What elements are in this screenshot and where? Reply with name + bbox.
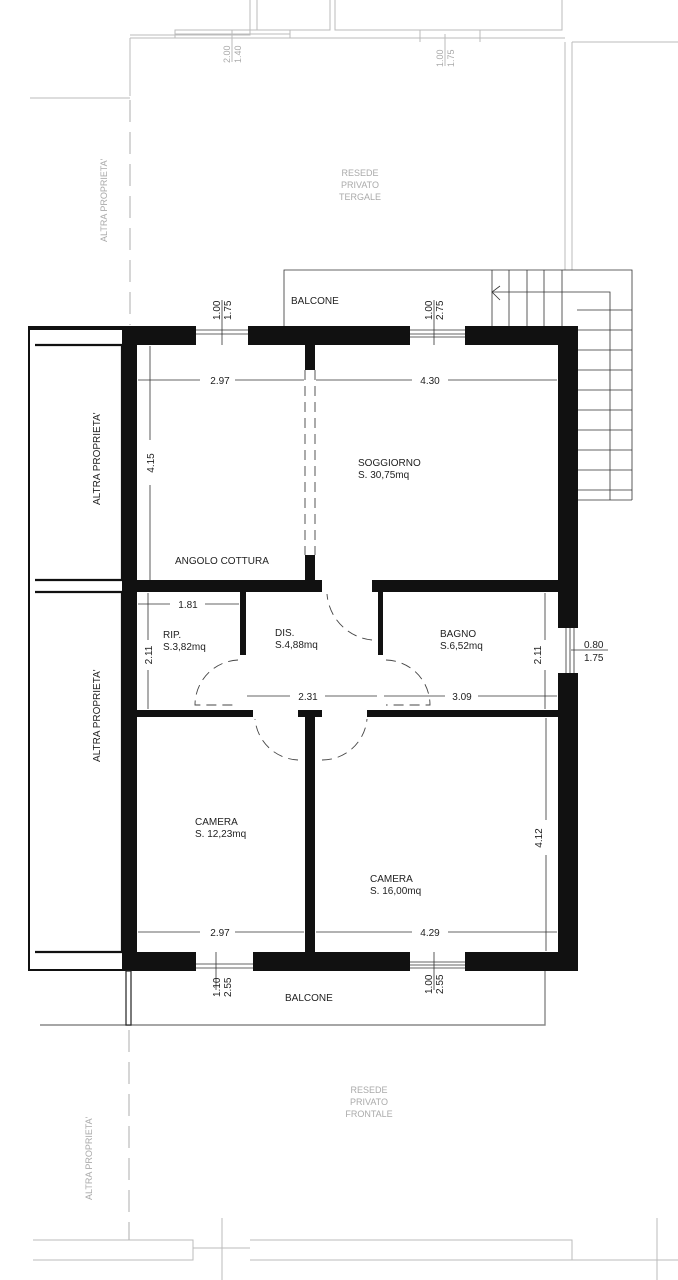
rear-balcony — [283, 269, 633, 501]
front-yard-label: PRIVATO — [350, 1097, 388, 1107]
room-area-bedroom2: S. 16,00mq — [370, 886, 421, 897]
room-area-living: S. 30,75mq — [358, 470, 409, 481]
room-name-living: SOGGIORNO — [358, 458, 421, 469]
storage-width: 1.81 — [178, 600, 198, 611]
room-name-kitchen: ANGOLO COTTURA — [175, 556, 269, 567]
rear-yard-label: RESEDE — [341, 168, 378, 178]
bedroom2-depth: 4.12 — [534, 828, 545, 848]
kitchen-depth: 4.15 — [146, 453, 157, 473]
opening-dim: 1.40 — [233, 45, 243, 63]
opening-dim: 2.75 — [435, 300, 446, 320]
other-property-label: ALTRA PROPRIETA' — [99, 158, 109, 242]
opening-dim: 1.00 — [424, 974, 435, 994]
room-name-hall: DIS. — [275, 628, 294, 639]
front-yard-label: FRONTALE — [345, 1109, 392, 1119]
opening-dim: 2.55 — [435, 974, 446, 994]
other-property-label: ALTRA PROPRIETA' — [92, 669, 103, 762]
room-name-bath: BAGNO — [440, 629, 476, 640]
front-balcony — [33, 970, 678, 1280]
door-swings — [194, 593, 431, 761]
bath-width: 3.09 — [452, 692, 472, 703]
opening-dim: 1.00 — [435, 49, 445, 67]
rear-yard-label: TERGALE — [339, 192, 381, 202]
rear-yard-label: PRIVATO — [341, 180, 379, 190]
bath-window-dim: 0.80 — [584, 640, 604, 651]
opening-dim: 2.55 — [223, 977, 234, 997]
room-area-bedroom1: S. 12,23mq — [195, 829, 246, 840]
opening-dim: 1.75 — [446, 49, 456, 67]
room-name-storage: RIP. — [163, 630, 181, 641]
opening-dim: 1.10 — [212, 977, 223, 997]
room-area-bath: S.6,52mq — [440, 641, 483, 652]
other-property-label: ALTRA PROPRIETA' — [84, 1116, 94, 1200]
room-area-storage: S.3,82mq — [163, 642, 206, 653]
walls — [28, 326, 578, 971]
bedroom2-width: 4.29 — [420, 928, 440, 939]
opening-dim: 1.00 — [212, 300, 223, 320]
bath-window-dim: 1.75 — [584, 653, 604, 664]
room-name-bedroom1: CAMERA — [195, 817, 238, 828]
rear-yard-lines — [30, 0, 678, 325]
bedroom1-width: 2.97 — [210, 928, 230, 939]
dimension-lines — [138, 300, 608, 990]
opening-dim: 1.00 — [424, 300, 435, 320]
opening-dim: 2.00 — [222, 45, 232, 63]
room-area-hall: S.4,88mq — [275, 640, 318, 651]
hall-width: 2.31 — [298, 692, 318, 703]
balcony-label: BALCONE — [285, 993, 333, 1004]
living-width: 4.30 — [420, 376, 440, 387]
other-property-label: ALTRA PROPRIETA' — [92, 412, 103, 505]
room-name-bedroom2: CAMERA — [370, 874, 413, 885]
opening-dim: 1.75 — [223, 300, 234, 320]
bath-depth: 2.11 — [533, 645, 544, 664]
storage-depth: 2.11 — [144, 645, 155, 664]
balcony-label: BALCONE — [291, 296, 339, 307]
kitchen-width: 2.97 — [210, 376, 230, 387]
front-yard-label: RESEDE — [350, 1085, 387, 1095]
